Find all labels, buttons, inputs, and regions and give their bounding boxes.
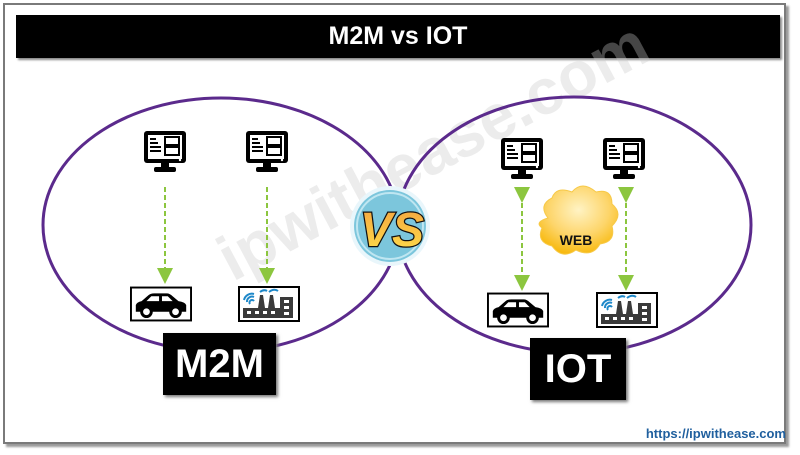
m2m-factory-icon — [238, 286, 300, 322]
iot-monitor-2-icon — [602, 137, 646, 180]
m2m-monitor-1-icon — [143, 130, 187, 173]
vs-badge-icon: VS — [350, 186, 430, 266]
m2m-label: M2M — [163, 333, 276, 395]
m2m-car-icon — [130, 286, 192, 322]
iot-car-icon — [487, 292, 549, 328]
footer-url[interactable]: https://ipwithease.com — [645, 426, 786, 441]
m2m-ellipse — [41, 96, 401, 354]
title-bar: M2M vs IOT — [16, 15, 780, 58]
page-title: M2M vs IOT — [328, 22, 468, 50]
web-cloud-icon: WEB — [538, 185, 619, 255]
web-label: WEB — [560, 232, 593, 248]
iot-factory-icon — [596, 292, 658, 328]
vs-text: VS — [360, 204, 424, 257]
iot-monitor-1-icon — [500, 137, 544, 180]
iot-label: IOT — [530, 338, 626, 400]
m2m-monitor-2-icon — [245, 130, 289, 173]
